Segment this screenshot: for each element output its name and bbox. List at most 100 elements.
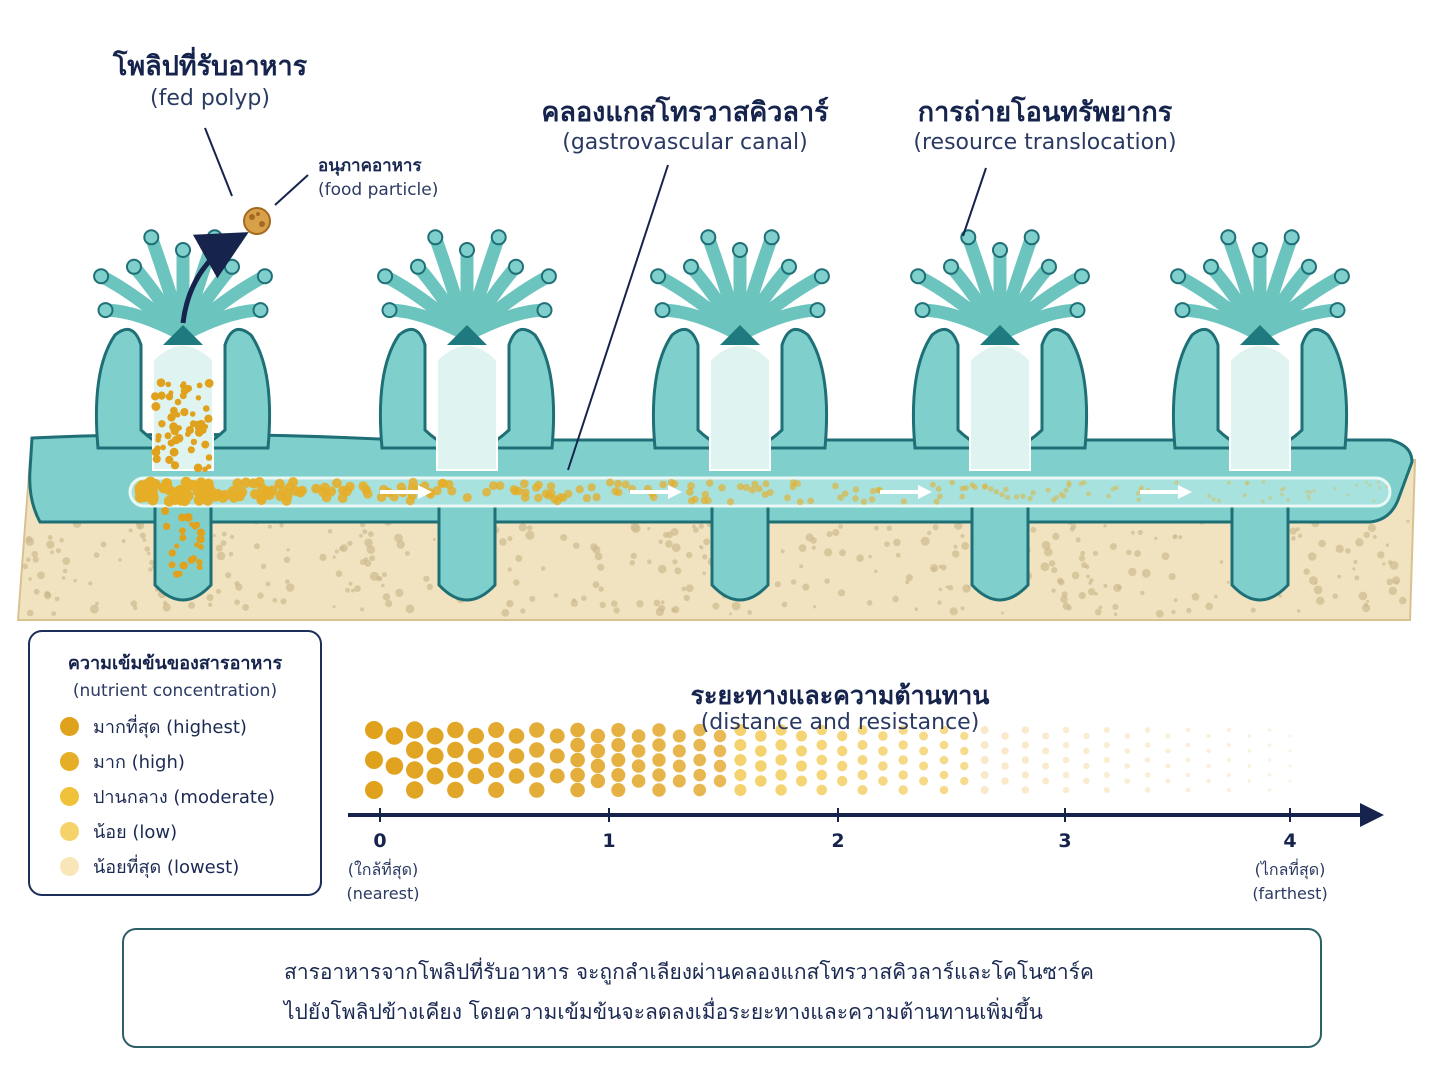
- legend-item-label: มากที่สุด (highest): [93, 717, 247, 738]
- sediment-grain: [332, 605, 336, 609]
- gradient-dot: [652, 768, 666, 782]
- gradient-dot: [837, 730, 848, 742]
- gradient-dot: [1267, 743, 1272, 747]
- sediment-grain: [927, 530, 932, 536]
- gradient-dot: [529, 742, 545, 758]
- sediment-grain: [520, 608, 526, 614]
- tentacle-tip: [536, 302, 553, 319]
- gradient-dot: [549, 748, 565, 764]
- sediment-grain: [1078, 555, 1086, 562]
- scale-subtitle: (distance and resistance): [700, 710, 980, 735]
- gradient-dot: [1206, 733, 1211, 739]
- gradient-dot: [1021, 741, 1030, 749]
- nutrient-dot: [762, 480, 770, 488]
- gradient-dot: [1247, 764, 1252, 768]
- tick-label-1: 1: [602, 830, 616, 852]
- sediment-grain: [368, 531, 374, 537]
- sediment-grain: [396, 540, 405, 549]
- gradient-dot: [447, 781, 464, 799]
- nutrient-dot: [204, 378, 214, 388]
- nutrient-dot: [462, 493, 472, 503]
- sediment-grain: [658, 604, 666, 612]
- sediment-grain: [839, 549, 846, 557]
- sediment-grain: [920, 536, 930, 546]
- nutrient-dot: [196, 382, 203, 389]
- nutrient-dot: [852, 486, 860, 493]
- nutrient-dot: [988, 486, 994, 492]
- nutrient-dot: [495, 481, 505, 490]
- nutrient-dot: [796, 498, 804, 506]
- gradient-dot: [631, 774, 646, 788]
- nutrient-dot: [761, 491, 769, 498]
- sediment-grain: [285, 579, 290, 584]
- sediment-grain: [348, 581, 353, 586]
- nutrient-dot: [134, 485, 146, 497]
- gradient-dot: [426, 727, 444, 745]
- nutrient-dot: [1106, 493, 1111, 499]
- gradient-dot: [1288, 764, 1292, 768]
- gradient-dot: [713, 744, 727, 758]
- sediment-grain: [280, 598, 287, 605]
- sediment-grain: [46, 540, 55, 549]
- nutrient-dot: [236, 486, 248, 498]
- gradient-dot: [775, 754, 787, 766]
- gradient-dot: [508, 728, 525, 744]
- sediment-grain: [1298, 533, 1303, 539]
- gradient-dot: [672, 744, 686, 758]
- sediment-grain: [501, 609, 510, 617]
- tentacle-tip: [654, 302, 671, 319]
- nutrient-dot: [178, 513, 187, 522]
- sediment-grain: [426, 583, 433, 591]
- tentacle-tip: [1069, 302, 1086, 319]
- sediment-grain: [666, 531, 673, 539]
- sediment-grain: [1363, 602, 1369, 608]
- nutrient-dot: [1051, 497, 1057, 503]
- sediment-grain: [1363, 531, 1370, 539]
- nutrient-dot: [521, 488, 530, 498]
- sediment-grain: [1345, 548, 1351, 554]
- nutrient-dot: [1307, 497, 1311, 501]
- tentacle-tip: [763, 229, 780, 246]
- sediment-grain: [147, 551, 151, 556]
- gradient-dot: [1247, 734, 1252, 738]
- sediment-grain: [33, 588, 40, 595]
- sediment-grain: [672, 559, 678, 565]
- nutrient-dot: [1280, 492, 1284, 497]
- legend-item-label: มาก (high): [93, 752, 185, 773]
- sediment-grain: [215, 544, 223, 552]
- nutrient-dot: [1242, 493, 1247, 498]
- sediment-grain: [54, 596, 60, 602]
- gradient-dot: [406, 741, 424, 759]
- nutrient-dot: [700, 496, 708, 505]
- nutrient-dot: [1045, 487, 1051, 493]
- nutrient-dot: [852, 495, 859, 502]
- nutrient-dot: [1368, 483, 1372, 487]
- tentacle-tip: [1203, 258, 1219, 275]
- legend-item: น้อย (low): [30, 814, 320, 849]
- sediment-grain: [1080, 550, 1085, 556]
- nutrient-dot: [587, 483, 596, 492]
- farthest-label: (ไกลที่สุด): [1254, 860, 1326, 879]
- gradient-dot: [1103, 787, 1110, 793]
- sediment-grain: [525, 530, 535, 540]
- nutrient-dot: [193, 463, 203, 473]
- nutrient-dot: [999, 491, 1005, 498]
- nutrient-dot: [1020, 493, 1026, 499]
- tentacle-tip: [683, 258, 699, 275]
- nutrient-dot: [936, 493, 943, 500]
- gradient-dot: [611, 753, 626, 767]
- gradient-dot: [1206, 778, 1211, 784]
- gradient-dot: [939, 785, 949, 795]
- sediment-grain: [1389, 561, 1399, 570]
- sediment-grain: [354, 585, 361, 592]
- polyp: [1170, 229, 1350, 471]
- nutrient-dot: [748, 486, 756, 494]
- sediment-grain: [873, 525, 879, 531]
- sediment-grain: [423, 575, 430, 582]
- sediment-grain: [832, 528, 840, 537]
- sediment-grain: [339, 545, 345, 552]
- gradient-dot: [631, 759, 646, 773]
- nutrient-dot: [189, 411, 196, 417]
- sediment-grain: [1399, 596, 1407, 605]
- gradient-dot: [1124, 778, 1130, 784]
